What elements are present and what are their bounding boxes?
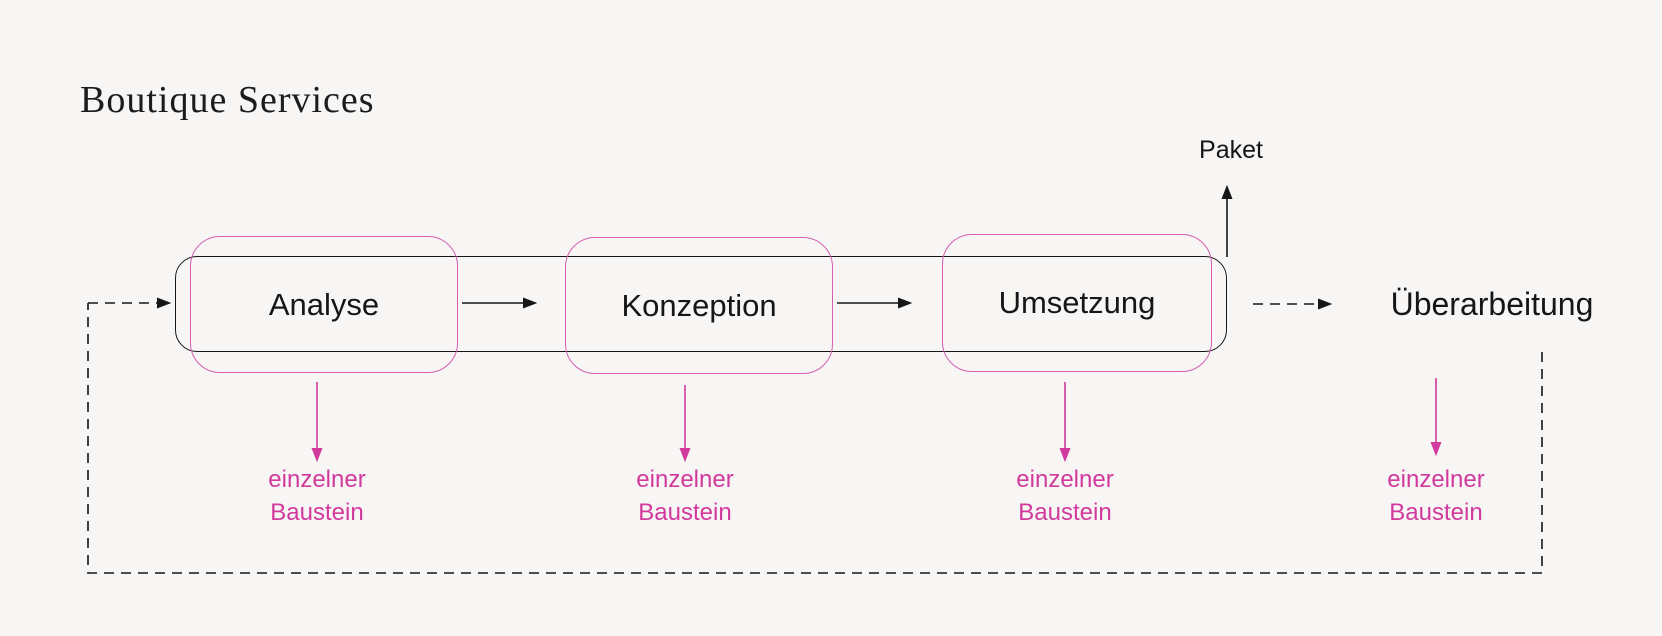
stage-box-analyse: Analyse xyxy=(190,236,458,373)
unit-label-line1: einzelner xyxy=(1387,466,1485,493)
unit-label-line1: einzelner xyxy=(268,466,366,493)
unit-label-analyse: einzelner Baustein xyxy=(268,464,365,529)
process-container xyxy=(175,256,1227,352)
stage-box-konzeption: Konzeption xyxy=(565,237,833,374)
package-label: Paket xyxy=(1199,136,1263,164)
stage-label: Analyse xyxy=(268,286,380,322)
unit-label-line2: Baustein xyxy=(638,498,732,526)
stage-label: Konzeption xyxy=(621,287,777,323)
unit-label-umsetzung: einzelner Baustein xyxy=(1016,464,1113,529)
unit-label-line2: Baustein xyxy=(270,498,364,526)
rework-label: Überarbeitung xyxy=(1390,286,1594,322)
unit-label-line2: Baustein xyxy=(1389,498,1483,526)
stage-box-umsetzung: Umsetzung xyxy=(942,234,1212,372)
unit-label-line2: Baustein xyxy=(1018,498,1112,526)
page-title: Boutique Services xyxy=(80,79,375,121)
unit-label-ueberarbeitung: einzelner Baustein xyxy=(1387,464,1484,529)
feedback-dashed-loop xyxy=(87,303,1543,574)
unit-label-line1: einzelner xyxy=(1016,466,1114,493)
unit-label-konzeption: einzelner Baustein xyxy=(636,464,733,529)
unit-label-line1: einzelner xyxy=(636,466,734,493)
stage-label: Umsetzung xyxy=(998,285,1156,320)
